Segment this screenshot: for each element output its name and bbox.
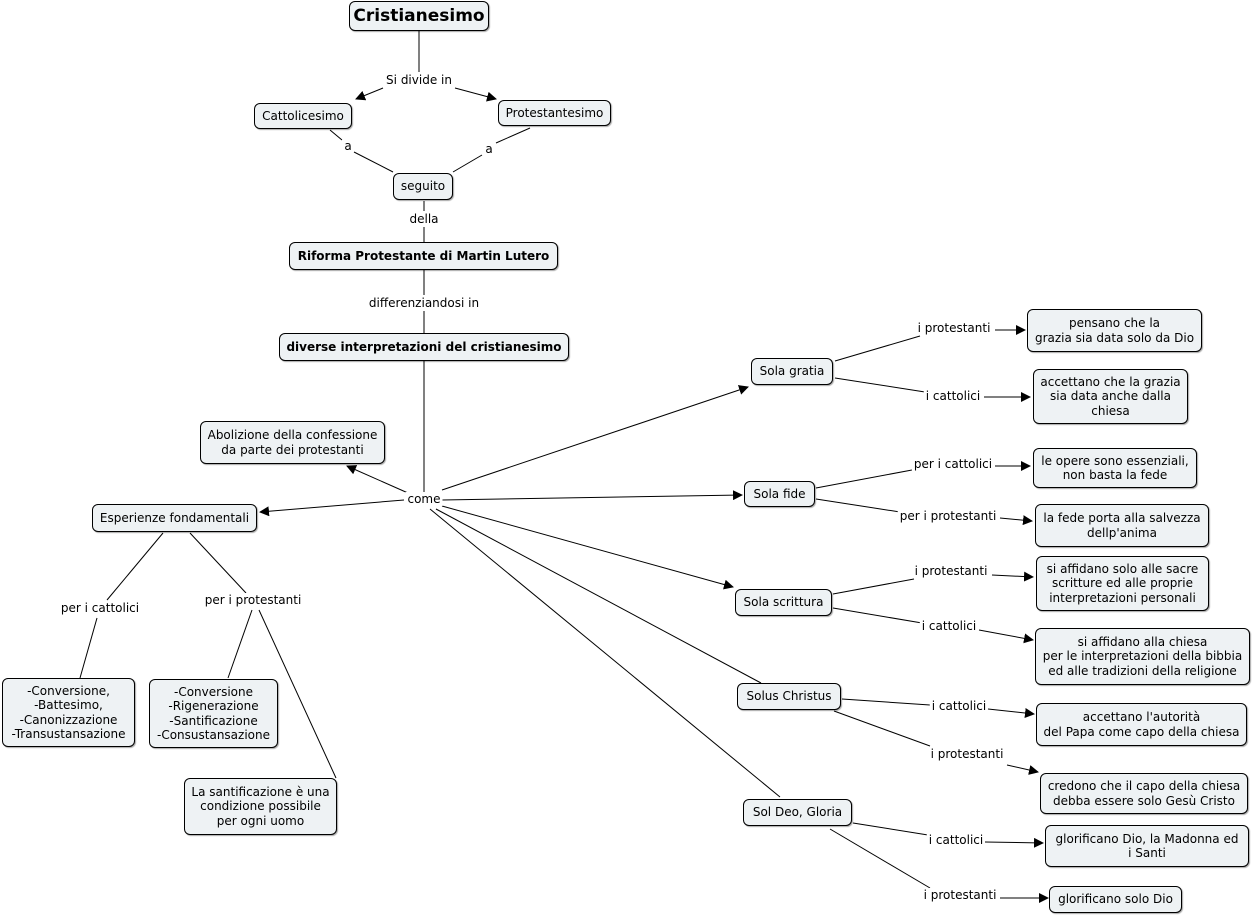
- arrow-christus-prot: [1006, 764, 1039, 775]
- arrow-fide-prot: [999, 515, 1033, 526]
- link-christus-i-protestanti: i protestanti: [928, 747, 1006, 761]
- line-fide-prot: [815, 498, 901, 513]
- node-cattolicesimo[interactable]: Cattolicesimo: [254, 103, 352, 129]
- line-to-sol-deo: [429, 508, 781, 798]
- arrow-deo-catt: [984, 837, 1044, 848]
- node-protestanti-lista[interactable]: -Conversione -Rigenerazione -Santificazi…: [149, 679, 278, 748]
- node-deo-catt[interactable]: glorificano Dio, la Madonna ed i Santi: [1045, 825, 1249, 867]
- node-scrittura-prot[interactable]: si affidano solo alle sacre scritture ed…: [1036, 556, 1209, 611]
- node-gratia-catt[interactable]: accettano che la grazia sia data anche d…: [1033, 369, 1188, 424]
- node-sola-gratia[interactable]: Sola gratia: [751, 358, 833, 385]
- node-christus-catt[interactable]: accettano l'autorità del Papa come capo …: [1036, 703, 1247, 746]
- arrow-to-sola-scrittura: [441, 505, 734, 590]
- link-scrittura-i-cattolici: i cattolici: [919, 619, 979, 633]
- line-scrittura-catt: [832, 607, 923, 624]
- line-fide-catt: [815, 469, 913, 489]
- node-sola-fide[interactable]: Sola fide: [744, 481, 815, 507]
- link-scrittura-i-protestanti: i protestanti: [912, 564, 990, 578]
- line-percattolici-lista: [79, 617, 98, 679]
- node-riforma[interactable]: Riforma Protestante di Martin Lutero: [289, 242, 558, 270]
- link-gratia-i-protestanti: i protestanti: [915, 321, 993, 335]
- link-fide-per-i-cattolici: per i cattolici: [911, 457, 995, 471]
- node-cristianesimo[interactable]: Cristianesimo: [349, 1, 489, 31]
- line-protestantesimo-a: [495, 127, 531, 144]
- link-della: della: [407, 212, 441, 226]
- link-come: come: [405, 492, 443, 506]
- link-gratia-i-cattolici: i cattolici: [923, 389, 983, 403]
- arrow-to-sola-fide: [441, 490, 743, 501]
- node-fide-prot[interactable]: la fede porta alla salvezza dellp'anima: [1035, 504, 1209, 547]
- arrow-scrittura-catt: [978, 629, 1034, 644]
- node-santificazione[interactable]: La santificazione è una condizione possi…: [184, 778, 337, 835]
- arrow-to-protestantesimo: [454, 87, 497, 102]
- link-deo-i-cattolici: i cattolici: [926, 833, 986, 847]
- link-a-right: a: [483, 142, 495, 156]
- line-scrittura-prot: [832, 578, 915, 595]
- node-scrittura-catt[interactable]: si affidano alla chiesa per le interpret…: [1035, 628, 1250, 685]
- arrow-to-esperienze: [259, 499, 405, 517]
- node-sola-scrittura[interactable]: Sola scrittura: [735, 589, 832, 616]
- line-perprotestanti-lista: [227, 609, 253, 679]
- arrow-to-abolizione: [346, 465, 409, 494]
- line-perprotestanti-santificazione: [258, 609, 337, 779]
- node-christus-prot[interactable]: credono che il capo della chiesa debba e…: [1040, 773, 1248, 814]
- line-a-seguito-right: [452, 154, 483, 173]
- arrow-scrittura-prot: [991, 571, 1034, 582]
- line-deo-prot: [829, 828, 931, 889]
- line-gratia-catt: [834, 377, 926, 393]
- node-seguito[interactable]: seguito: [393, 173, 453, 200]
- node-esperienze[interactable]: Esperienze fondamentali: [92, 504, 257, 532]
- link-si-divide-in: Si divide in: [384, 73, 454, 87]
- node-solus-christus[interactable]: Solus Christus: [737, 683, 841, 710]
- line-a-seguito-left: [353, 151, 394, 173]
- node-interpretazioni[interactable]: diverse interpretazioni del cristianesim…: [279, 333, 569, 361]
- link-fide-per-i-protestanti: per i protestanti: [897, 509, 999, 523]
- line-christus-prot: [833, 710, 931, 747]
- link-per-i-protestanti: per i protestanti: [202, 593, 304, 607]
- node-deo-prot[interactable]: glorificano solo Dio: [1049, 886, 1182, 913]
- node-fide-catt[interactable]: le opere sono essenziali, non basta la f…: [1033, 448, 1197, 488]
- line-cattolicesimo-a: [329, 129, 343, 141]
- line-deo-catt: [852, 822, 929, 836]
- node-protestantesimo[interactable]: Protestantesimo: [498, 100, 611, 126]
- line-christus-catt: [841, 698, 931, 706]
- node-gratia-prot[interactable]: pensano che la grazia sia data solo da D…: [1027, 309, 1202, 352]
- link-differenziandosi-in: differenziandosi in: [366, 296, 482, 310]
- line-esperienze-perprotestanti: [189, 532, 247, 594]
- node-abolizione[interactable]: Abolizione della confessione da parte de…: [200, 421, 385, 464]
- line-esperienze-percattolici: [106, 532, 164, 601]
- arrow-to-cattolicesimo: [355, 87, 384, 101]
- arrow-christus-catt: [987, 708, 1035, 718]
- link-per-i-cattolici: per i cattolici: [58, 601, 142, 615]
- arrow-to-sola-gratia: [441, 385, 749, 491]
- line-to-solus-christus: [435, 508, 762, 684]
- line-gratia-prot: [834, 335, 921, 362]
- node-sol-deo[interactable]: Sol Deo, Gloria: [743, 799, 852, 826]
- link-christus-i-cattolici: i cattolici: [929, 699, 989, 713]
- link-deo-i-protestanti: i protestanti: [921, 888, 999, 902]
- link-a-left: a: [342, 139, 354, 153]
- node-cattolici-lista[interactable]: -Conversione, -Battesimo, -Canonizzazion…: [2, 678, 135, 747]
